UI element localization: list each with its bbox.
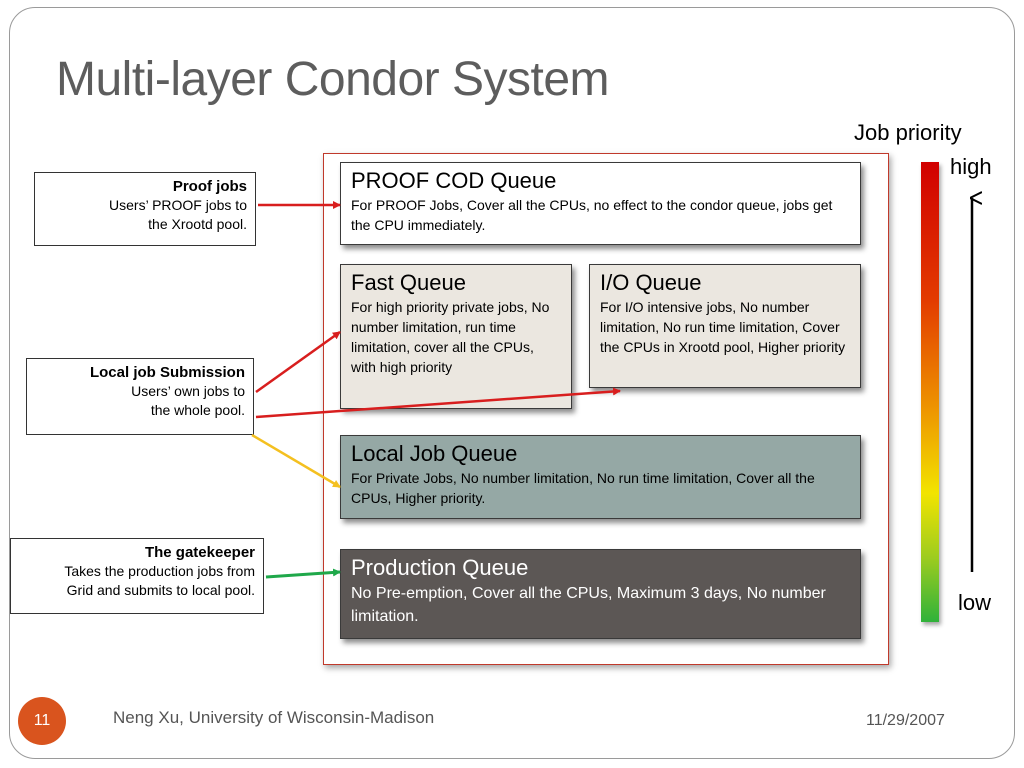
local-job-queue-box: Local Job Queue For Private Jobs, No num… xyxy=(340,435,861,519)
arrow-gatekeeper-to-production-queue xyxy=(265,568,341,579)
proof-jobs-line-1: Users’ PROOF jobs to xyxy=(109,197,247,213)
proof-cod-queue-title: PROOF COD Queue xyxy=(351,168,557,193)
fast-queue-box: Fast Queue For high priority private job… xyxy=(340,264,572,409)
footer-author: Neng Xu, University of Wisconsin-Madison xyxy=(113,708,435,727)
priority-gradient-bar xyxy=(921,162,939,622)
footer-date: 11/29/2007 xyxy=(866,712,945,729)
fast-queue-description: For high priority private jobs, No numbe… xyxy=(351,299,550,375)
priority-high-label: high xyxy=(950,154,992,179)
arrow-local-to-fast-queue xyxy=(255,330,341,394)
production-queue-title: Production Queue xyxy=(351,555,529,580)
gatekeeper-title: The gatekeeper xyxy=(144,544,255,561)
proof-cod-queue-box: PROOF COD Queue For PROOF Jobs, Cover al… xyxy=(340,162,861,245)
local-job-queue-description: For Private Jobs, No number limitation, … xyxy=(351,470,815,506)
gatekeeper-line-2: Grid and submits to local pool. xyxy=(66,582,255,598)
priority-low-label: low xyxy=(958,590,992,615)
local-job-submission-source-box: Local job Submission Users’ own jobs to … xyxy=(26,358,254,435)
production-queue-box: Production Queue No Pre-emption, Cover a… xyxy=(340,549,861,639)
proof-jobs-line-2: the Xrootd pool. xyxy=(148,216,247,232)
gatekeeper-source-box: The gatekeeper Takes the production jobs… xyxy=(10,538,264,614)
slide-title: Multi-layer Condor System xyxy=(56,53,610,106)
local-job-submission-line-1: Users’ own jobs to xyxy=(131,383,245,399)
gatekeeper-line-1: Takes the production jobs from xyxy=(64,563,255,579)
arrow-local-to-io-queue xyxy=(255,387,621,419)
page-number-badge: 11 xyxy=(18,697,66,745)
io-queue-description: For I/O intensive jobs, No number limita… xyxy=(600,299,846,355)
io-queue-title: I/O Queue xyxy=(600,270,702,295)
proof-jobs-title: Proof jobs xyxy=(172,178,247,195)
local-job-submission-title: Local job Submission xyxy=(89,364,245,381)
fast-queue-title: Fast Queue xyxy=(351,270,466,295)
production-queue-description: No Pre-emption, Cover all the CPUs, Maxi… xyxy=(351,585,826,625)
io-queue-box: I/O Queue For I/O intensive jobs, No num… xyxy=(589,264,861,388)
proof-jobs-source-box: Proof jobs Users’ PROOF jobs to the Xroo… xyxy=(34,172,256,246)
job-priority-label: Job priority xyxy=(854,120,962,145)
local-job-submission-line-2: the whole pool. xyxy=(150,402,245,418)
arrow-local-to-local-queue xyxy=(251,433,341,489)
local-job-queue-title: Local Job Queue xyxy=(351,441,518,466)
proof-cod-queue-description: For PROOF Jobs, Cover all the CPUs, no e… xyxy=(351,197,833,233)
